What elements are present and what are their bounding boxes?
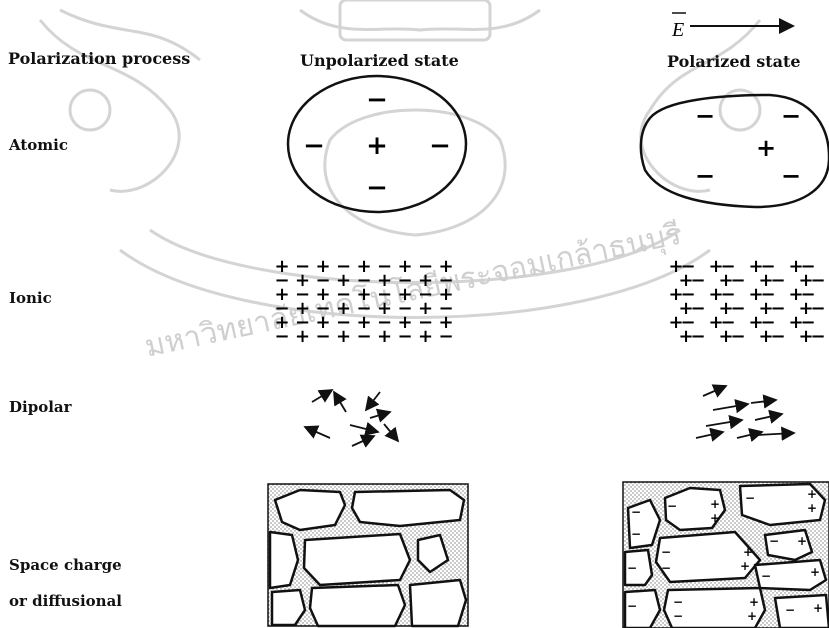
dipole-arrow [352, 436, 374, 446]
dipole-arrow [755, 414, 782, 420]
grain-charge: − [627, 561, 637, 575]
ion-plus: + [336, 326, 351, 347]
atomic-polarized: + − − − − [641, 95, 829, 207]
field-symbol: E [671, 19, 684, 41]
ion-minus: − [690, 326, 705, 347]
grain-charge: − [761, 569, 771, 583]
grain-charge: − [667, 499, 677, 513]
dipole-arrow [696, 432, 723, 438]
grain-charge: + [813, 601, 823, 615]
grain-charge: − [673, 609, 683, 623]
ion-minus: − [438, 326, 453, 347]
grain-charge: + [743, 545, 753, 559]
ionic-polarized: +−+−+−+−+−+−+−+−+−+−+−+−+−+−+−+−+−+−+−+−… [668, 256, 825, 347]
dipole-arrow [350, 425, 378, 432]
atomic-unpolarized: + − − − − [288, 76, 466, 212]
grain-charge: + [749, 595, 759, 609]
ionic-unpolarized: +−+−+−+−+−+−+−+−+−+−+−+−+−+−+−+−+−+−+−+−… [274, 256, 453, 347]
dipole-arrow [713, 404, 748, 410]
grain-charge: + [807, 501, 817, 515]
grain-charge: − [627, 599, 637, 613]
ion-minus: − [356, 326, 371, 347]
atom-electron-minus: − [781, 101, 801, 130]
ion-minus: − [730, 326, 745, 347]
dipolar-polarized [696, 386, 794, 438]
dipole-arrow [384, 424, 398, 441]
grain-charge: + [740, 559, 750, 573]
grain [304, 534, 410, 585]
atom-nucleus-plus: + [756, 133, 776, 162]
grain-charge: − [673, 595, 683, 609]
atom-electron-minus: − [781, 161, 801, 190]
atom-electron-minus: − [303, 131, 325, 161]
grain-charge: − [631, 527, 641, 541]
grain [352, 490, 464, 526]
electric-field-indicator: E [671, 13, 793, 41]
dipole-arrow [703, 386, 726, 396]
grain [310, 585, 405, 626]
grain-charge: + [747, 609, 757, 623]
ion-plus: + [295, 326, 310, 347]
space-charge-polarized: − − − + + − + + − − − + + − + − + − − − … [623, 482, 829, 628]
ion-plus: + [377, 326, 392, 347]
grain-charge: + [797, 534, 807, 548]
grain [410, 580, 466, 626]
grain-charge: − [661, 561, 671, 575]
ion-minus: − [397, 326, 412, 347]
ion-plus: + [418, 326, 433, 347]
ion-minus: − [770, 326, 785, 347]
dipole-arrow [751, 400, 776, 403]
atom-electron-minus: − [695, 161, 715, 190]
atom-electron-minus: − [429, 131, 451, 161]
dipole-arrow [706, 420, 742, 426]
space-charge-unpolarized [268, 484, 468, 626]
atom-nucleus-plus: + [366, 131, 388, 161]
dipole-arrow [366, 392, 380, 410]
grain-charge: − [745, 491, 755, 505]
grain-charge: − [785, 603, 795, 617]
grain-charge: − [631, 505, 641, 519]
dipolar-unpolarized [305, 390, 398, 446]
ion-minus: − [274, 326, 289, 347]
atom-electron-minus: − [366, 173, 388, 203]
dipole-arrow [334, 392, 346, 412]
dipole-arrow [758, 433, 794, 435]
ion-minus: − [315, 326, 330, 347]
grain-charge: + [810, 565, 820, 579]
grain-charge: + [807, 487, 817, 501]
grain-charge: + [710, 511, 720, 525]
dipole-arrow [312, 390, 332, 402]
grain-charge: − [769, 534, 779, 548]
ion-minus: − [810, 326, 825, 347]
grain [275, 490, 345, 530]
atom-electron-minus: − [695, 101, 715, 130]
grain-charge: − [661, 545, 671, 559]
atom-electron-minus: − [366, 85, 388, 115]
grain-charge: + [710, 497, 720, 511]
dipole-arrow [305, 427, 330, 438]
dipole-arrow [370, 412, 390, 418]
